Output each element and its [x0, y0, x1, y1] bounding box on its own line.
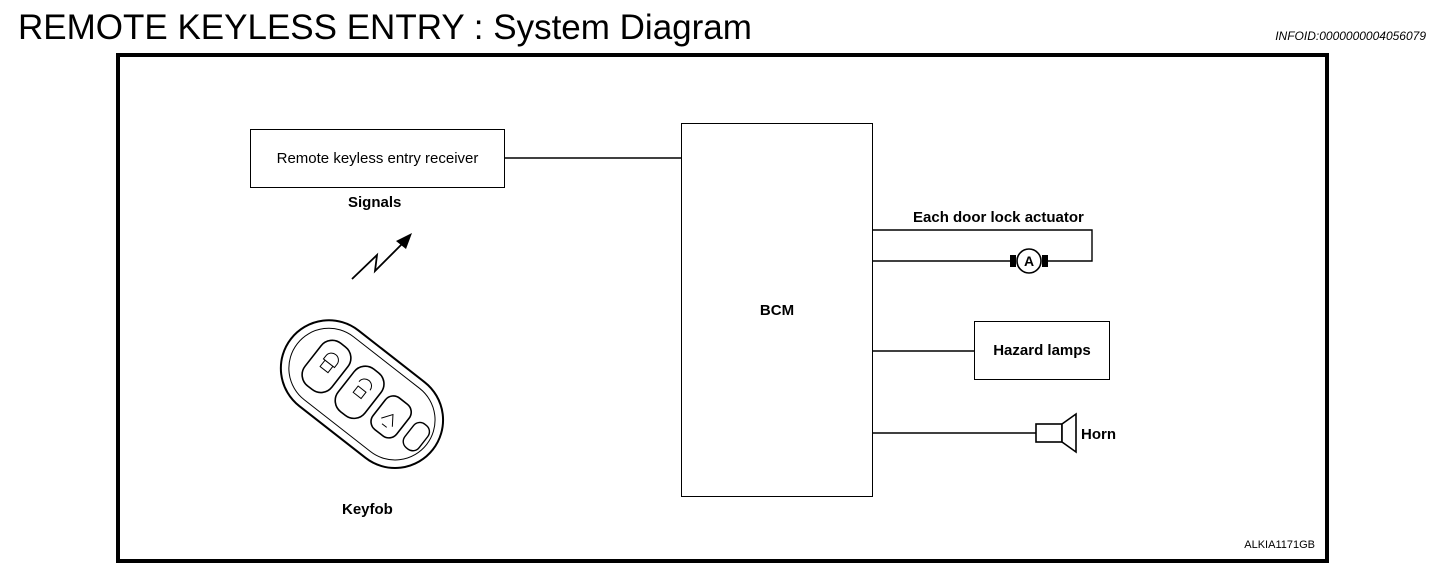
door-lock-motor-icon: A — [1010, 248, 1048, 274]
horn-icon — [1035, 412, 1077, 454]
keyfob-label: Keyfob — [342, 501, 393, 518]
remote-keyless-entry-receiver: Remote keyless entry receiver — [250, 129, 505, 188]
info-id: INFOID:0000000004056079 — [1275, 29, 1426, 43]
door-lock-wire — [873, 229, 1093, 262]
bcm-block: BCM — [681, 123, 873, 497]
connection-lines: A — [279, 157, 1093, 469]
reference-code: ALKIA1171GB — [1244, 539, 1315, 551]
keyfob-icon — [279, 319, 445, 469]
hazard-lamps-block: Hazard lamps — [974, 321, 1110, 380]
motor-symbol: A — [1024, 253, 1034, 269]
horn-label: Horn — [1081, 426, 1116, 443]
page-title: REMOTE KEYLESS ENTRY : System Diagram — [18, 8, 752, 47]
diagram-frame: A Remote keyless entry receiver Sign — [116, 53, 1329, 563]
signals-label: Signals — [348, 194, 402, 211]
door-lock-actuator-label: Each door lock actuator — [913, 209, 1084, 226]
signal-arrow-icon — [351, 233, 412, 280]
